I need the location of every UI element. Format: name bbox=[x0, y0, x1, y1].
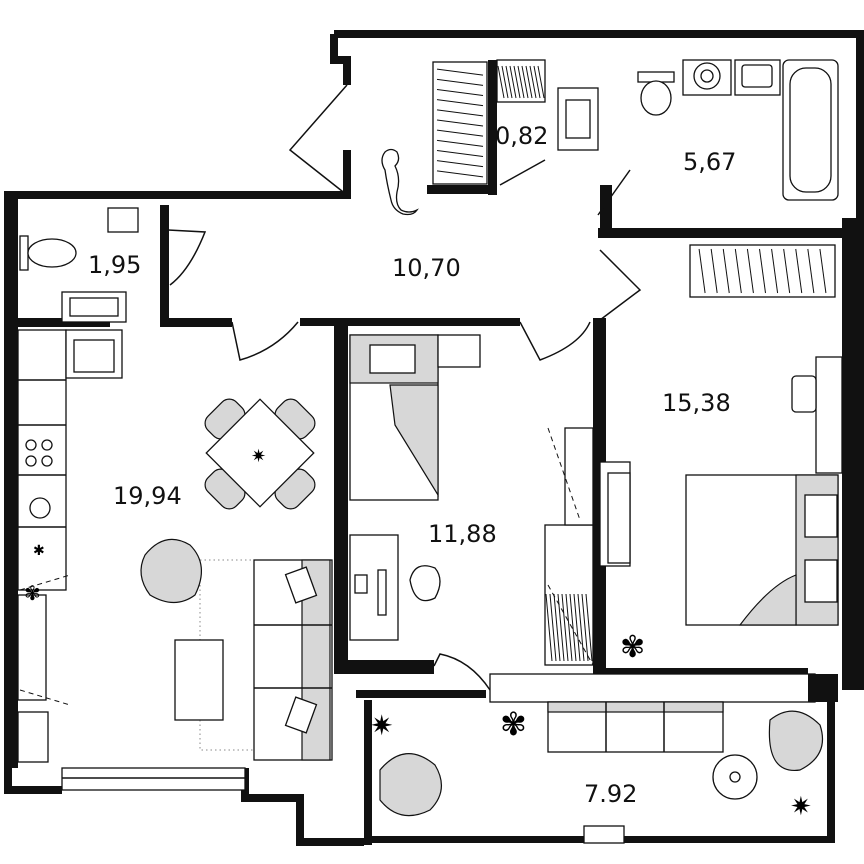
outer-walls bbox=[4, 30, 864, 846]
doors bbox=[167, 84, 642, 691]
bathroom-area-label: 5,67 bbox=[683, 148, 737, 176]
balcony-furniture: ✷ ✾ ✷ bbox=[370, 701, 824, 822]
bedroom-area-label: 15,38 bbox=[662, 389, 731, 417]
wc-area-label: 1,95 bbox=[88, 251, 142, 279]
svg-text:✷: ✷ bbox=[251, 446, 266, 467]
bedroom-furniture: ✾ bbox=[599, 244, 843, 665]
bathroom-fixtures bbox=[637, 59, 839, 201]
hall-wardrobe-hangers bbox=[436, 68, 484, 178]
svg-text:✾: ✾ bbox=[620, 630, 645, 665]
kids-wardrobe-hangers bbox=[545, 593, 593, 662]
wc-fixtures bbox=[19, 207, 139, 323]
storage-hangers bbox=[497, 65, 545, 99]
dining-table: ✷ bbox=[204, 398, 316, 510]
internal-walls bbox=[15, 60, 860, 845]
kitchen-counter: ✱ bbox=[17, 329, 123, 763]
svg-text:✷: ✷ bbox=[790, 792, 812, 822]
hall-area-label: 10,70 bbox=[392, 254, 461, 282]
living-furniture: ✾ bbox=[24, 538, 333, 761]
balcony-area-label: 7.92 bbox=[584, 780, 638, 808]
svg-text:✷: ✷ bbox=[370, 709, 393, 742]
kids-furniture bbox=[349, 334, 594, 666]
living-kitchen-area-label: 19,94 bbox=[113, 482, 182, 510]
svg-text:✾: ✾ bbox=[24, 581, 41, 605]
kitchen-window bbox=[61, 767, 246, 791]
cat-icon bbox=[381, 148, 419, 216]
svg-text:✱: ✱ bbox=[33, 543, 45, 559]
storage-area-label: 0,82 bbox=[495, 122, 549, 150]
bedroom-wardrobe-hangers bbox=[698, 248, 827, 294]
svg-text:✾: ✾ bbox=[500, 705, 527, 743]
kids-room-area-label: 11,88 bbox=[428, 520, 497, 548]
